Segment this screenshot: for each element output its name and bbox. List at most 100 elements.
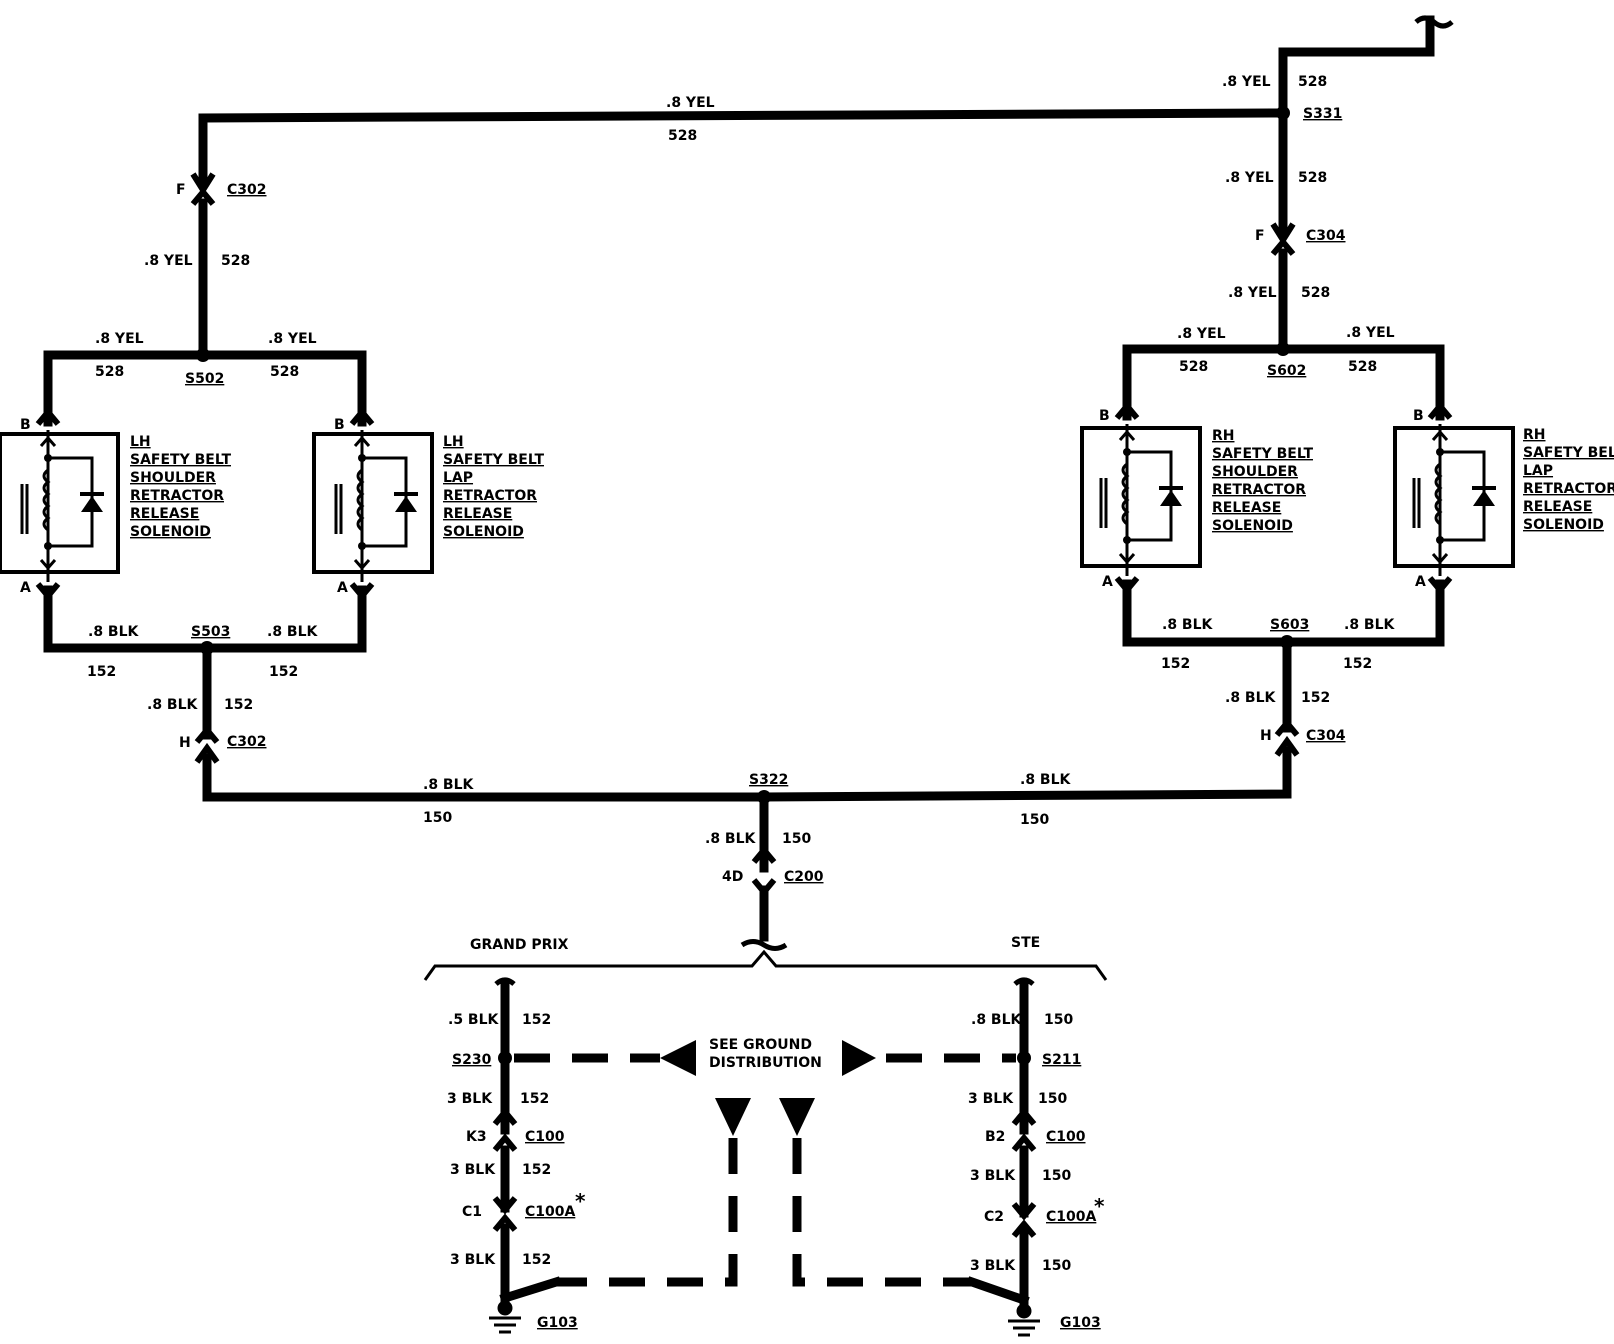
component-label-line: RETRACTOR <box>443 488 537 504</box>
wire-gauge-label: .8 YEL <box>268 331 317 347</box>
component-label-line: RH <box>1523 427 1546 443</box>
circuit-label: 528 <box>1179 359 1208 375</box>
ground-label: G103 <box>1060 1315 1101 1331</box>
component-label-line: SAFETY BELT <box>130 452 231 468</box>
circuit-label: 152 <box>1161 656 1190 672</box>
component-label-line: SAFETY BELT <box>1212 446 1313 462</box>
break-mark-icon <box>740 939 788 951</box>
splice-label: S602 <box>1267 363 1306 379</box>
connector-c100-k3-a <box>492 1107 518 1126</box>
splice-s602 <box>1276 342 1290 356</box>
connector-c200-female <box>751 878 777 897</box>
component-label-line: RELEASE <box>130 506 199 522</box>
circuit-label: 528 <box>1348 359 1377 375</box>
pin-label: B <box>1099 408 1110 424</box>
component-label-line: LAP <box>1523 463 1553 479</box>
splice-label: S603 <box>1270 617 1309 633</box>
wire-gauge-label: .8 BLK <box>705 831 757 847</box>
splice-s502 <box>196 348 210 362</box>
wire-gauge-label: 3 BLK <box>970 1258 1016 1274</box>
circuit-label: 528 <box>1298 170 1327 186</box>
circuit-label: 150 <box>782 831 811 847</box>
splice-s322 <box>757 790 771 804</box>
ground-label: G103 <box>537 1315 578 1331</box>
connector-label: C100A <box>1046 1209 1096 1225</box>
component-label-line: RELEASE <box>1523 499 1592 515</box>
circuit-label: 150 <box>1042 1258 1071 1274</box>
wire-gauge-label: .8 YEL <box>1177 326 1226 342</box>
splice-s603 <box>1280 635 1294 649</box>
variant-label-grand-prix: GRAND PRIX <box>470 937 569 953</box>
pin-label: A <box>20 580 31 596</box>
circuit-label: 152 <box>87 664 116 680</box>
circuit-label: 152 <box>520 1091 549 1107</box>
wire-gauge-label: .8 YEL <box>95 331 144 347</box>
circuit-label: 150 <box>1020 812 1049 828</box>
component-label-line: SAFETY BELT <box>1523 445 1614 461</box>
pin-label: 4D <box>722 869 743 885</box>
circuit-label: 528 <box>270 364 299 380</box>
circuit-label: 528 <box>1301 285 1330 301</box>
component-label-line: LH <box>443 434 464 450</box>
wire-gauge-label: 3 BLK <box>450 1252 496 1268</box>
wire-yel-528-main <box>198 108 1288 185</box>
arrow-down-left-icon <box>715 1098 751 1136</box>
component-label-line: RETRACTOR <box>130 488 224 504</box>
wires <box>43 15 1445 1316</box>
pin-label: C2 <box>984 1209 1004 1225</box>
connector-c200-male <box>751 845 777 864</box>
circuit-label: 150 <box>1042 1168 1071 1184</box>
ground-icon <box>489 1300 521 1334</box>
component-label-line: SOLENOID <box>1212 518 1293 534</box>
circuit-label: 528 <box>668 128 697 144</box>
component-label-line: RETRACTOR <box>1523 481 1614 497</box>
component-label-line: LAP <box>443 470 473 486</box>
wire-gauge-label: .8 YEL <box>666 95 715 111</box>
connector-c100-b2-b <box>1011 1133 1037 1152</box>
pin-label: F <box>176 182 186 198</box>
connector-label: C100 <box>1046 1129 1086 1145</box>
connector-c302-h-male <box>194 725 220 744</box>
arrow-down-right-icon <box>779 1098 815 1136</box>
connector-label: C304 <box>1306 728 1346 744</box>
component-label-line: SAFETY BELT <box>443 452 544 468</box>
wire-blk-150-right <box>759 746 1292 802</box>
pin-label: A <box>1102 574 1113 590</box>
wire-yel-top-feed <box>1278 15 1435 118</box>
wire-gauge-label: .8 YEL <box>1225 170 1274 186</box>
component-label-line: LH <box>130 434 151 450</box>
wire-gauge-label: .8 YEL <box>1228 285 1277 301</box>
wire-gauge-label: 3 BLK <box>450 1162 496 1178</box>
circuit-label: 152 <box>1343 656 1372 672</box>
circuit-label: 152 <box>522 1162 551 1178</box>
arrow-right-icon <box>842 1040 876 1076</box>
diode-icon <box>1160 490 1182 506</box>
dash-ste-ground <box>792 1138 972 1287</box>
ground-switch-left <box>499 1276 562 1304</box>
component-label-line: SHOULDER <box>1212 464 1298 480</box>
connector-label: C302 <box>227 734 267 750</box>
component-label-line: SOLENOID <box>443 524 524 540</box>
splice-s211 <box>1017 1051 1031 1065</box>
circuit-label: 528 <box>1298 74 1327 90</box>
asterisk-note: * <box>1094 1194 1105 1218</box>
pin-label: B2 <box>985 1129 1005 1145</box>
dash-gp-ground <box>556 1138 738 1287</box>
connector-c302-h-female <box>194 742 220 764</box>
connector-c100-b2-a <box>1011 1107 1037 1126</box>
wire-gauge-label: 3 BLK <box>447 1091 493 1107</box>
splice-s230 <box>498 1051 512 1065</box>
circuit-label: 152 <box>522 1012 551 1028</box>
asterisk-note: * <box>575 1189 586 1213</box>
connector-c100-k3-b <box>492 1133 518 1152</box>
circuit-label: 152 <box>522 1252 551 1268</box>
connector-label: C100 <box>525 1129 565 1145</box>
diode-icon <box>395 496 417 512</box>
labels: .8 YEL 528 S331 .8 YEL 528 .8 YEL 528 F … <box>20 74 1426 1331</box>
connector-c100a-c2-a <box>1011 1202 1037 1221</box>
splice-s503 <box>200 641 214 655</box>
